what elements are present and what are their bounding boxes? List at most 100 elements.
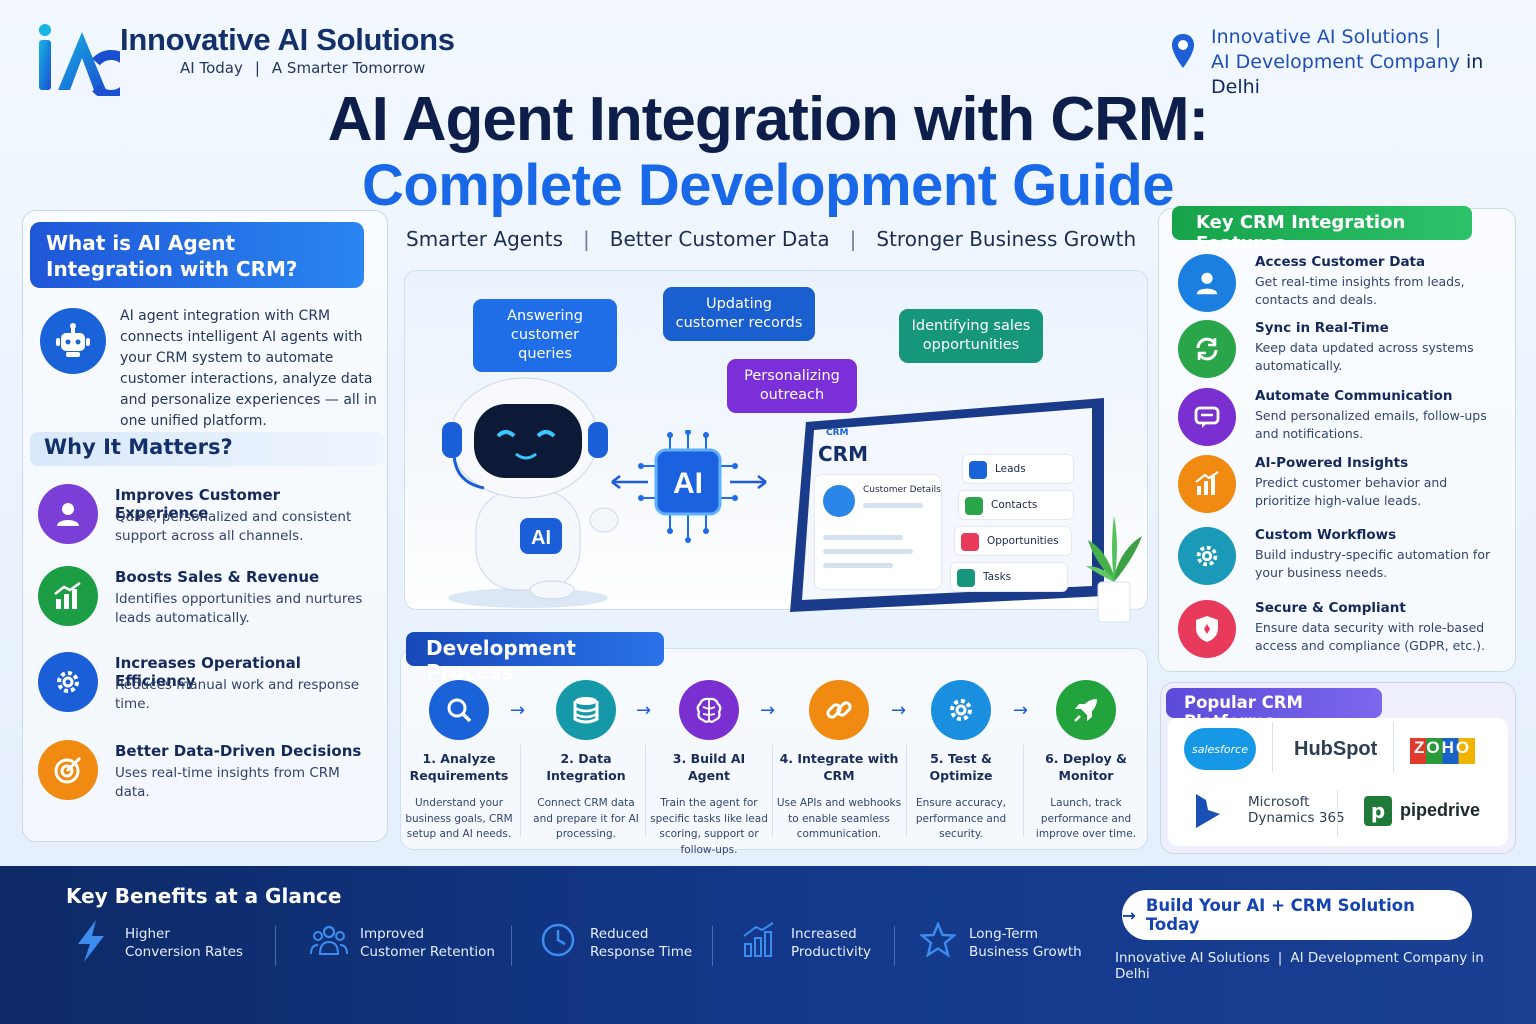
feature-item: Custom Workflows Build industry-specific… bbox=[1178, 527, 1508, 591]
contacts-icon bbox=[965, 497, 983, 515]
benefit-line2: Response Time bbox=[590, 944, 693, 960]
bubble-personalizing: Personalizing outreach bbox=[727, 359, 857, 413]
brand-name: Innovative AI Solutions bbox=[120, 22, 455, 57]
feature-title: Secure & Compliant bbox=[1255, 600, 1406, 616]
benefit-line1: Reduced bbox=[590, 926, 649, 942]
crm-item-tasks: Tasks bbox=[950, 562, 1068, 592]
clock-icon bbox=[541, 923, 575, 957]
feature-desc: Predict customer behavior and prioritize… bbox=[1255, 475, 1448, 508]
ai-chip-label: AI bbox=[673, 467, 703, 500]
zoho-logo: ZOHO bbox=[1410, 738, 1476, 764]
cta-label: Build Your AI + CRM Solution Today bbox=[1145, 896, 1415, 934]
benefit-line1: Improved bbox=[360, 926, 425, 942]
ai-chip-icon: AI bbox=[611, 430, 767, 543]
why-item: Improves Customer Experience Quick, pers… bbox=[38, 484, 378, 554]
step-desc: Use APIs and webhooks to enable seamless… bbox=[776, 797, 902, 840]
footer-note-separator: | bbox=[1277, 950, 1283, 966]
step-desc: Launch, track performance and improve ov… bbox=[1035, 797, 1137, 840]
dynamics-logo: Microsoft Dynamics 365 bbox=[1248, 794, 1345, 826]
arrow-right-icon: → bbox=[1122, 905, 1136, 925]
benefit-line1: Higher bbox=[125, 926, 170, 942]
benefit-line1: Long-Term bbox=[969, 926, 1039, 942]
benefit-item: Increased Productivity bbox=[742, 920, 892, 970]
feature-item: Secure & Compliant Ensure data security … bbox=[1178, 600, 1508, 664]
robot-badge: AI bbox=[531, 527, 551, 549]
bubble-answering: Answering customer queries bbox=[473, 299, 617, 372]
page-title-line2: Complete Development Guide bbox=[361, 153, 1175, 218]
crm-platforms-heading: Popular CRM Platforms bbox=[1166, 688, 1382, 731]
tagline-right: A Smarter Tomorrow bbox=[271, 59, 426, 77]
bar-chart-icon bbox=[1178, 455, 1236, 513]
subtag: Better Customer Data bbox=[609, 227, 830, 251]
why-heading: Why It Matters? bbox=[30, 432, 384, 466]
process-step: 6. Deploy & Monitor Launch, track perfor… bbox=[1027, 680, 1145, 843]
development-process-heading: Development Process bbox=[406, 632, 664, 684]
location-pin-icon bbox=[1172, 34, 1194, 68]
feature-desc: Get real-time insights from leads, conta… bbox=[1255, 274, 1465, 307]
why-item-desc: Quick, personalized and consistent suppo… bbox=[115, 509, 352, 544]
opportunities-icon bbox=[961, 533, 979, 551]
tagline-separator: | bbox=[254, 59, 260, 77]
bubble-updating: Updating customer records bbox=[663, 287, 815, 341]
footer-note: Innovative AI Solutions |AI Development C… bbox=[1115, 950, 1495, 982]
search-icon bbox=[429, 680, 489, 740]
hubspot-logo: HubSpot bbox=[1294, 738, 1378, 760]
feature-desc: Keep data updated across systems automat… bbox=[1255, 340, 1474, 373]
step-desc: Ensure accuracy, performance and securit… bbox=[915, 797, 1007, 840]
feature-desc: Ensure data security with role-based acc… bbox=[1255, 620, 1485, 653]
crm-item-leads: Leads bbox=[962, 454, 1074, 484]
subtag-separator: | bbox=[583, 227, 590, 251]
step-title: 3. Build AI Agent bbox=[672, 751, 746, 783]
user-icon bbox=[38, 484, 98, 544]
why-item-title: Increases Operational Efficiency bbox=[115, 654, 301, 690]
step-desc: Understand your business goals, CRM setu… bbox=[405, 797, 513, 840]
company-logo bbox=[39, 24, 120, 96]
crm-item-contacts: Contacts bbox=[958, 490, 1074, 520]
gear-icon bbox=[1178, 527, 1236, 585]
benefit-line2: Business Growth bbox=[969, 944, 1082, 960]
step-desc: Train the agent for specific tasks like … bbox=[650, 797, 768, 856]
people-icon bbox=[310, 925, 348, 955]
step-arrow: → bbox=[1013, 700, 1029, 721]
step-arrow: → bbox=[636, 700, 652, 721]
benefit-line2: Productivity bbox=[791, 944, 872, 960]
robot-icon bbox=[40, 308, 106, 374]
customer-details-label: Customer Details bbox=[863, 485, 941, 495]
pipedrive-icon: p bbox=[1364, 796, 1392, 826]
step-desc: Connect CRM data and prepare it for AI p… bbox=[533, 797, 639, 840]
customer-details-card: Customer Details bbox=[814, 474, 942, 590]
step-arrow: → bbox=[760, 700, 776, 721]
why-item-desc: Reduces manual work and response time. bbox=[115, 677, 360, 712]
feature-desc: Send personalized emails, follow-ups and… bbox=[1255, 408, 1487, 441]
feature-item: Sync in Real-Time Keep data updated acro… bbox=[1178, 320, 1508, 384]
bubble-identifying: Identifying sales opportunities bbox=[899, 309, 1043, 363]
footer-note-left: Innovative AI Solutions bbox=[1115, 950, 1270, 966]
crm-item-opportunities: Opportunities bbox=[954, 526, 1072, 556]
microsoft-dynamics-icon bbox=[1196, 794, 1220, 828]
why-item-desc: Uses real-time insights from CRM data. bbox=[115, 765, 340, 800]
plant-illustration bbox=[1086, 516, 1142, 623]
subtag-separator: | bbox=[849, 227, 857, 251]
cta-button[interactable]: → Build Your AI + CRM Solution Today bbox=[1122, 890, 1472, 940]
subtag: Stronger Business Growth bbox=[876, 227, 1137, 251]
feature-item: Automate Communication Send personalized… bbox=[1178, 388, 1508, 452]
feature-item: AI-Powered Insights Predict customer beh… bbox=[1178, 455, 1508, 519]
process-step: 2. Data Integration Connect CRM data and… bbox=[527, 680, 645, 843]
benefits-heading: Key Benefits at a Glance bbox=[66, 884, 342, 908]
feature-title: Automate Communication bbox=[1255, 388, 1453, 404]
shield-icon bbox=[1178, 600, 1236, 658]
benefit-item: Higher Conversion Rates bbox=[76, 920, 266, 970]
location-line2a: AI Development Company bbox=[1211, 51, 1460, 73]
step-arrow: → bbox=[510, 700, 526, 721]
step-title: 5. Test & Optimize bbox=[929, 751, 993, 783]
why-item-title: Better Data-Driven Decisions bbox=[115, 742, 362, 760]
footer-note-right: AI Development Company in Delhi bbox=[1115, 950, 1484, 982]
dynamics-line2: Dynamics 365 bbox=[1248, 810, 1345, 826]
target-icon bbox=[38, 740, 98, 800]
process-step: 4. Integrate with CRM Use APIs and webho… bbox=[775, 680, 903, 843]
benefit-item: Reduced Response Time bbox=[540, 920, 710, 970]
crm-item-label: Leads bbox=[995, 463, 1026, 475]
growth-chart-icon bbox=[38, 566, 98, 626]
benefit-item: Improved Customer Retention bbox=[310, 920, 500, 970]
subtitle-tags: Smarter Agents | Better Customer Data | … bbox=[406, 227, 1146, 251]
